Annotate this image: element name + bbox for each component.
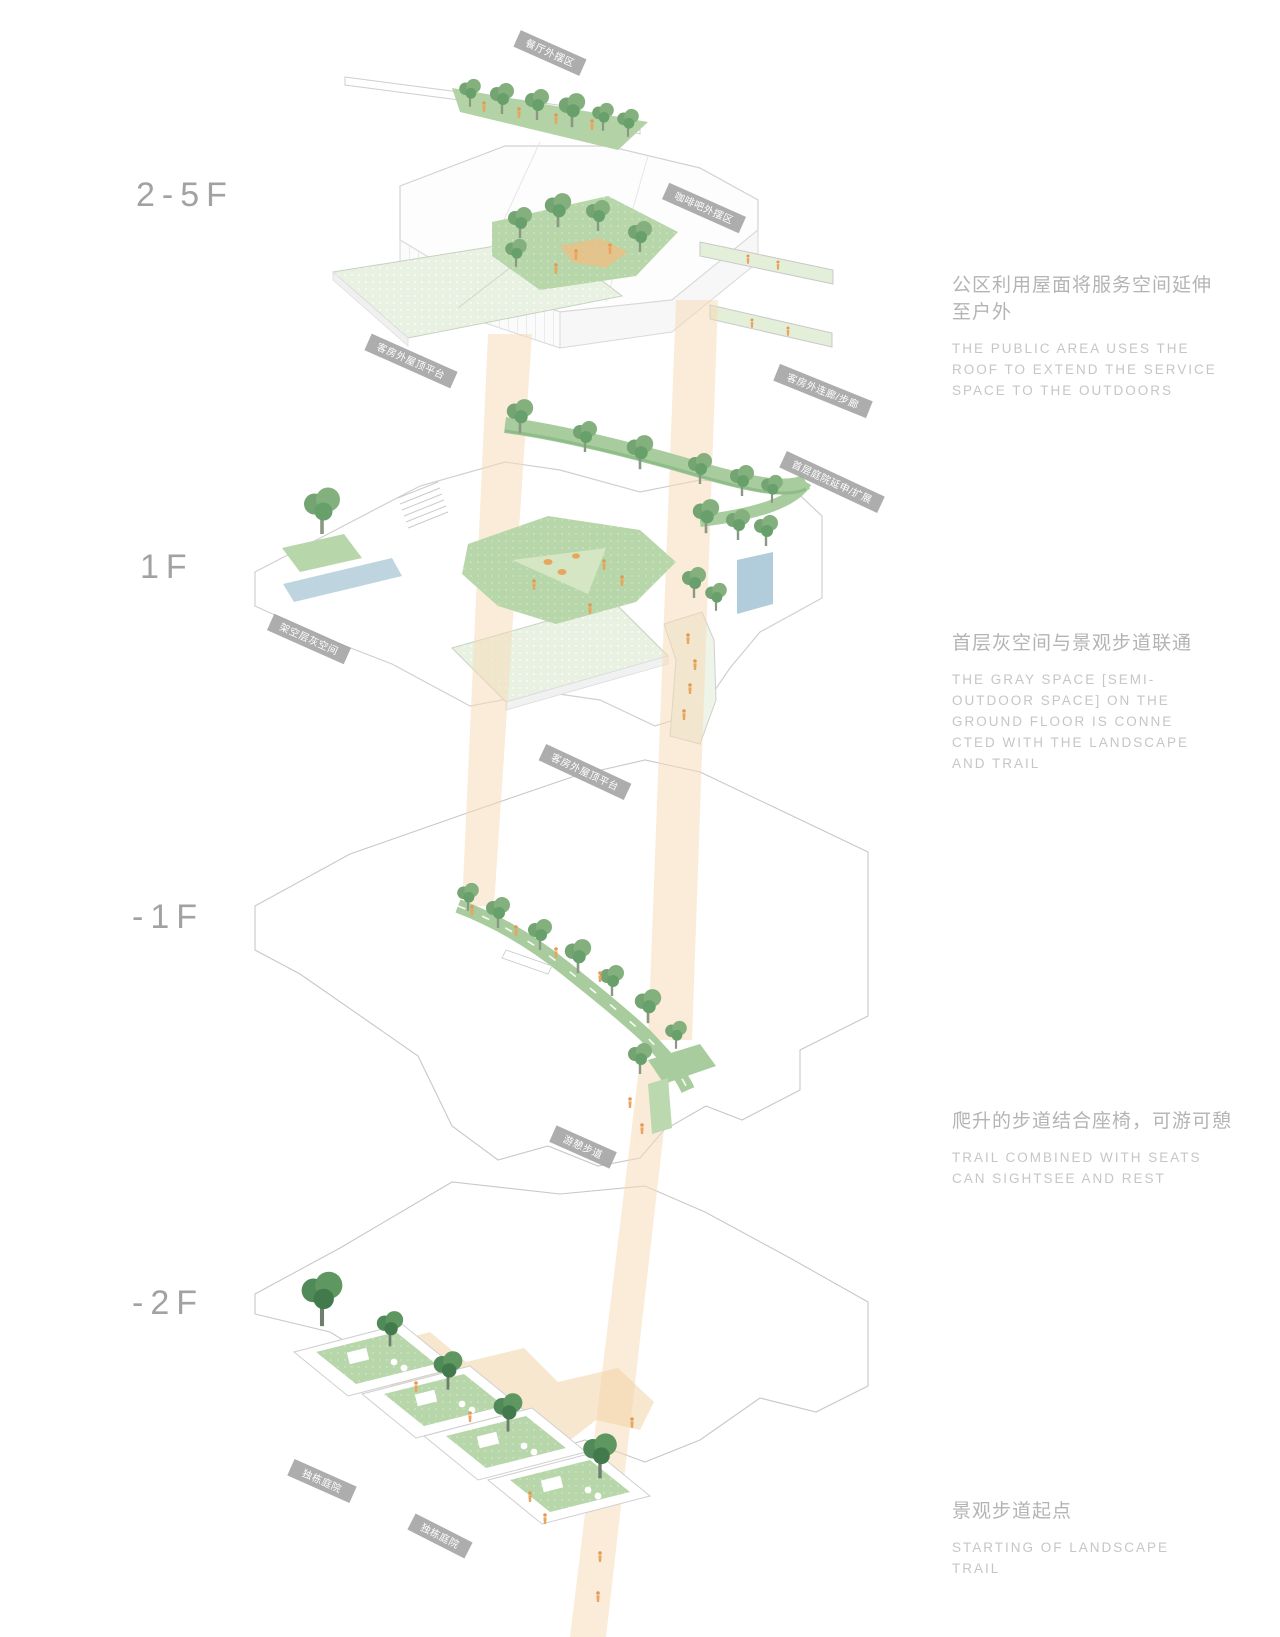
rooftop-garden-2-5f	[452, 78, 790, 336]
annotation-roof-service: 公区利用屋面将服务空间延伸 至户外 THE PUBLIC AREA USES T…	[952, 272, 1252, 401]
floor-label-2-5f: 2-5F	[136, 176, 234, 214]
annotation-en: THE GRAY SPACE [SEMI- OUTDOOR SPACE] ON …	[952, 672, 1190, 771]
annotation-zh: 景观步道起点	[952, 1501, 1073, 1522]
svg-text:客房外屋顶平台: 客房外屋顶平台	[375, 340, 447, 382]
annotation-en: TRAIL COMBINED WITH SEATS CAN SIGHTSEE A…	[952, 1150, 1202, 1186]
floor-label-1f: 1F	[140, 548, 194, 586]
ground-floor-landscape	[282, 399, 812, 720]
annotation-zh: 爬升的步道结合座椅，可游可憩	[952, 1111, 1233, 1132]
annotation-gray-space: 首层灰空间与景观步道联通 THE GRAY SPACE [SEMI- OUTDO…	[952, 630, 1252, 774]
floor-label-minus2f: -2F	[132, 1284, 204, 1322]
tag-guestroom-roof-terrace-left: 客房外屋顶平台	[364, 333, 458, 389]
annotation-en: THE PUBLIC AREA USES THE ROOF TO EXTEND …	[952, 341, 1217, 398]
annotation-trail-seats: 爬升的步道结合座椅，可游可憩 TRAIL COMBINED WITH SEATS…	[952, 1108, 1252, 1189]
annotation-zh: 首层灰空间与景观步道联通	[952, 633, 1193, 654]
tag-detached-courtyard-2: 独栋庭院	[407, 1513, 473, 1559]
annotation-en: STARTING OF LANDSCAPE TRAIL	[952, 1540, 1170, 1576]
annotation-zh: 公区利用屋面将服务空间延伸 至户外	[952, 275, 1213, 323]
tag-restaurant-outdoor: 餐厅外摆区	[513, 30, 587, 76]
courtyard-cascade-minus2f	[292, 1271, 654, 1602]
tag-detached-courtyard-1: 独栋庭院	[287, 1458, 357, 1504]
floor-label-minus1f: -1F	[132, 898, 204, 936]
tag-guestroom-corridor-walkway: 客房外连廊/步廊	[773, 363, 873, 419]
annotation-trail-start: 景观步道起点 STARTING OF LANDSCAPE TRAIL	[952, 1498, 1252, 1579]
svg-text:客房外连廊/步廊: 客房外连廊/步廊	[785, 371, 861, 412]
recreation-trail-minus1f	[455, 882, 716, 1134]
